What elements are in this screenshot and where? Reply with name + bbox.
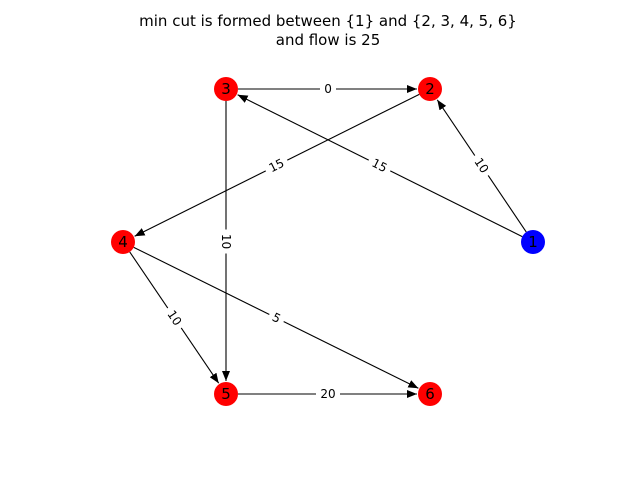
edge-label-background [161,303,188,333]
node-label-6: 6 [425,385,435,403]
edge-label-background [218,229,234,254]
title-line-2: and flow is 25 [275,31,381,49]
edge-label-background [320,81,336,97]
edge-label-2-4: 15 [262,152,291,179]
edge-label-5-6: 20 [316,386,340,402]
edge-label-background [316,386,340,402]
node-5 [214,382,238,406]
edge-label-background [468,151,495,180]
edge-capacity-label: 15 [267,156,287,175]
edge-label-4-6: 5 [265,307,288,329]
edge-label-background [365,152,394,179]
nodes-layer: 1 2 3 4 5 6 [111,77,545,406]
edge-capacity-label: 10 [219,234,233,249]
edges-layer [129,85,527,398]
edge-label-4-5: 10 [161,303,188,333]
node-label-3: 3 [221,80,231,98]
node-1 [521,230,545,254]
edge-label-3-2: 0 [320,81,336,97]
edge-label-background [262,152,291,179]
edge-label-3-5: 10 [218,229,234,254]
node-label-4: 4 [118,233,128,251]
diagram-title: min cut is formed between {1} and {2, 3,… [0,12,640,50]
node-2 [418,77,442,101]
node-label-5: 5 [221,385,231,403]
edge-label-background [265,307,288,329]
edge-label-1-3: 15 [365,152,394,179]
node-3 [214,77,238,101]
edge-capacity-label: 0 [324,82,332,96]
edge-capacity-label: 20 [320,387,335,401]
node-4 [111,230,135,254]
title-line-1: min cut is formed between {1} and {2, 3,… [139,12,517,30]
edge-capacity-label: 15 [370,156,390,175]
node-6 [418,382,442,406]
node-label-2: 2 [425,80,435,98]
edge-label-1-2: 10 [468,151,495,180]
edge-labels-layer: 0 10 15 15 10 10 5 20 [161,81,495,402]
node-label-1: 1 [528,233,538,251]
